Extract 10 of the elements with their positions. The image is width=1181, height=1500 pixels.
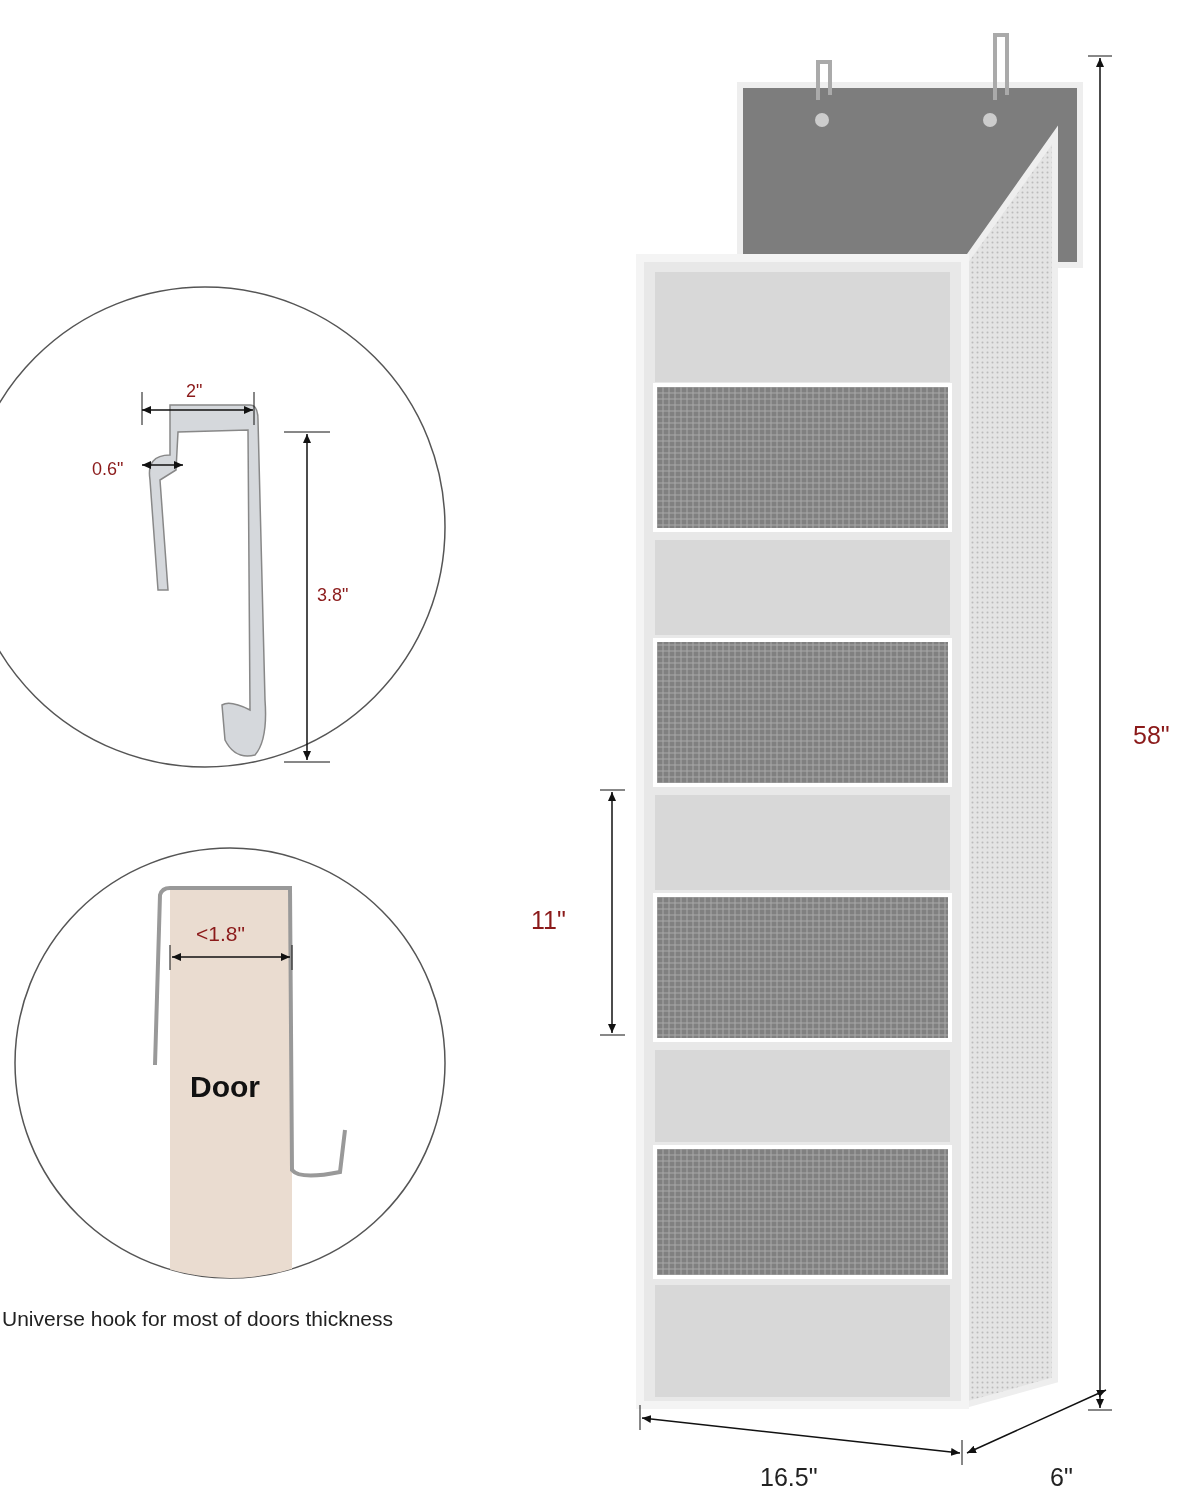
dimension-label: 2" — [186, 382, 203, 400]
dimension-label: 58" — [1133, 723, 1170, 748]
dimension-label: 0.6" — [92, 460, 124, 478]
door-label: Door — [190, 1072, 260, 1102]
caption-text: Universe hook for most of doors thickness — [2, 1308, 393, 1329]
dimension-label: 3.8" — [317, 586, 349, 604]
dimension-label: <1.8" — [196, 923, 245, 944]
dimension-label: 11" — [531, 908, 566, 933]
dimension-label: 6" — [1050, 1465, 1073, 1490]
dimension-label: 16.5" — [760, 1465, 818, 1490]
